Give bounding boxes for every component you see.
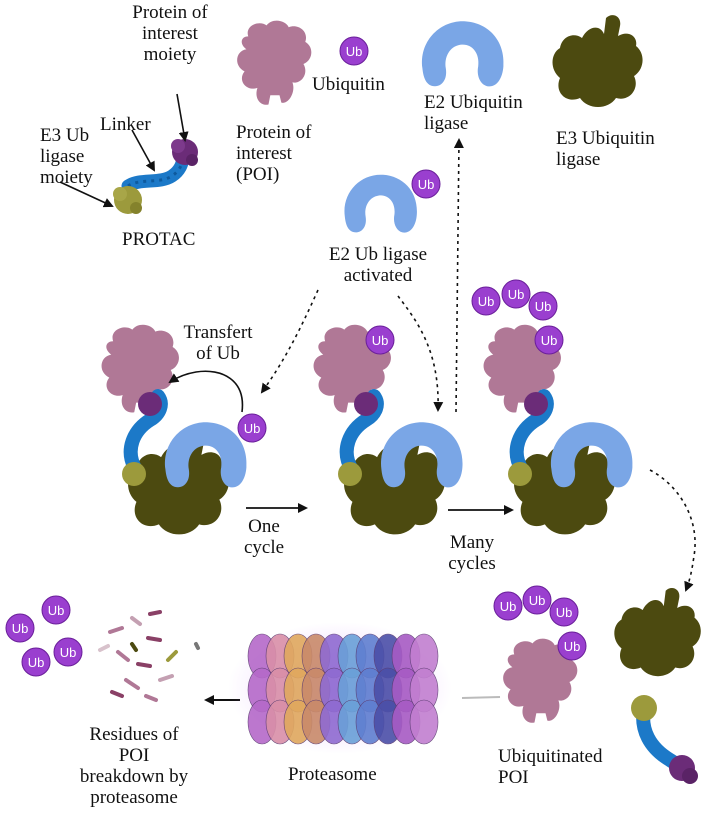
ub-badge: Ub xyxy=(41,595,71,625)
label-e3-ligase: E3 Ubiquitin ligase xyxy=(556,128,655,170)
ub-badge: Ub xyxy=(411,169,441,199)
label-ubiquitinated-poi: Ubiquitinated POI xyxy=(498,746,603,788)
label-many-cycles: Many cycles xyxy=(448,532,496,574)
ub-badge: Ub xyxy=(339,36,369,66)
svg-text:Ub: Ub xyxy=(500,599,517,614)
ub-badge: Ub xyxy=(557,631,587,661)
svg-text:Ub: Ub xyxy=(541,333,558,348)
ub-badge: Ub xyxy=(5,613,35,643)
svg-text:Ub: Ub xyxy=(244,421,261,436)
label-ubiquitin: Ubiquitin xyxy=(312,74,385,95)
svg-text:Ub: Ub xyxy=(48,603,65,618)
free-protac xyxy=(631,695,698,784)
label-linker: Linker xyxy=(100,114,151,135)
ub-badge: Ub xyxy=(365,325,395,355)
svg-text:Ub: Ub xyxy=(346,44,363,59)
svg-text:Ub: Ub xyxy=(372,333,389,348)
ub-badge: Ub xyxy=(237,413,267,443)
label-transfer-ub: Transfert of Ub xyxy=(183,322,253,364)
label-residues: Residues of POI breakdown by proteasome xyxy=(79,724,189,808)
ternary-complex-3: Ub Ub Ub Ub xyxy=(471,279,633,535)
label-proteasome: Proteasome xyxy=(288,764,377,785)
ub-badge: Ub xyxy=(501,279,531,309)
ub-badge: Ub xyxy=(534,325,564,355)
svg-text:Ub: Ub xyxy=(529,593,546,608)
label-e3-moiety: E3 Ub ligase moiety xyxy=(40,125,93,188)
svg-text:Ub: Ub xyxy=(508,287,525,302)
svg-text:Ub: Ub xyxy=(60,645,77,660)
label-protac: PROTAC xyxy=(122,229,196,250)
ubiquitinated-poi: Ub Ub Ub Ub xyxy=(493,585,587,723)
label-e2-activated: E2 Ub ligase activated xyxy=(328,244,428,286)
ub-badge: Ub xyxy=(528,291,558,321)
ternary-complex-2: Ub xyxy=(313,324,463,535)
svg-text:Ub: Ub xyxy=(478,294,495,309)
ub-badge: Ub xyxy=(53,637,83,667)
svg-text:Ub: Ub xyxy=(564,639,581,654)
ub-badge: Ub xyxy=(21,647,51,677)
label-poi: Protein of interest (POI) xyxy=(236,122,312,185)
label-poi-moiety: Protein of interest moiety xyxy=(132,2,208,65)
proteasome-subunit xyxy=(409,699,439,745)
ub-badge: Ub xyxy=(549,597,579,627)
svg-text:Ub: Ub xyxy=(535,299,552,314)
svg-text:Ub: Ub xyxy=(28,655,45,670)
svg-text:Ub: Ub xyxy=(12,621,29,636)
ub-badge: Ub xyxy=(493,591,523,621)
label-one-cycle: One cycle xyxy=(244,516,285,558)
svg-text:Ub: Ub xyxy=(418,177,435,192)
ternary-complex-1: Ub xyxy=(101,324,267,535)
poi-residues: Ub Ub Ub Ub xyxy=(5,595,200,702)
ub-badge: Ub xyxy=(522,585,552,615)
svg-text:Ub: Ub xyxy=(556,605,573,620)
protac-molecule xyxy=(113,139,198,214)
ub-badge: Ub xyxy=(471,286,501,316)
proteasome-complex xyxy=(228,622,452,754)
label-e2-ligase: E2 Ubiquitin ligase xyxy=(424,92,523,134)
